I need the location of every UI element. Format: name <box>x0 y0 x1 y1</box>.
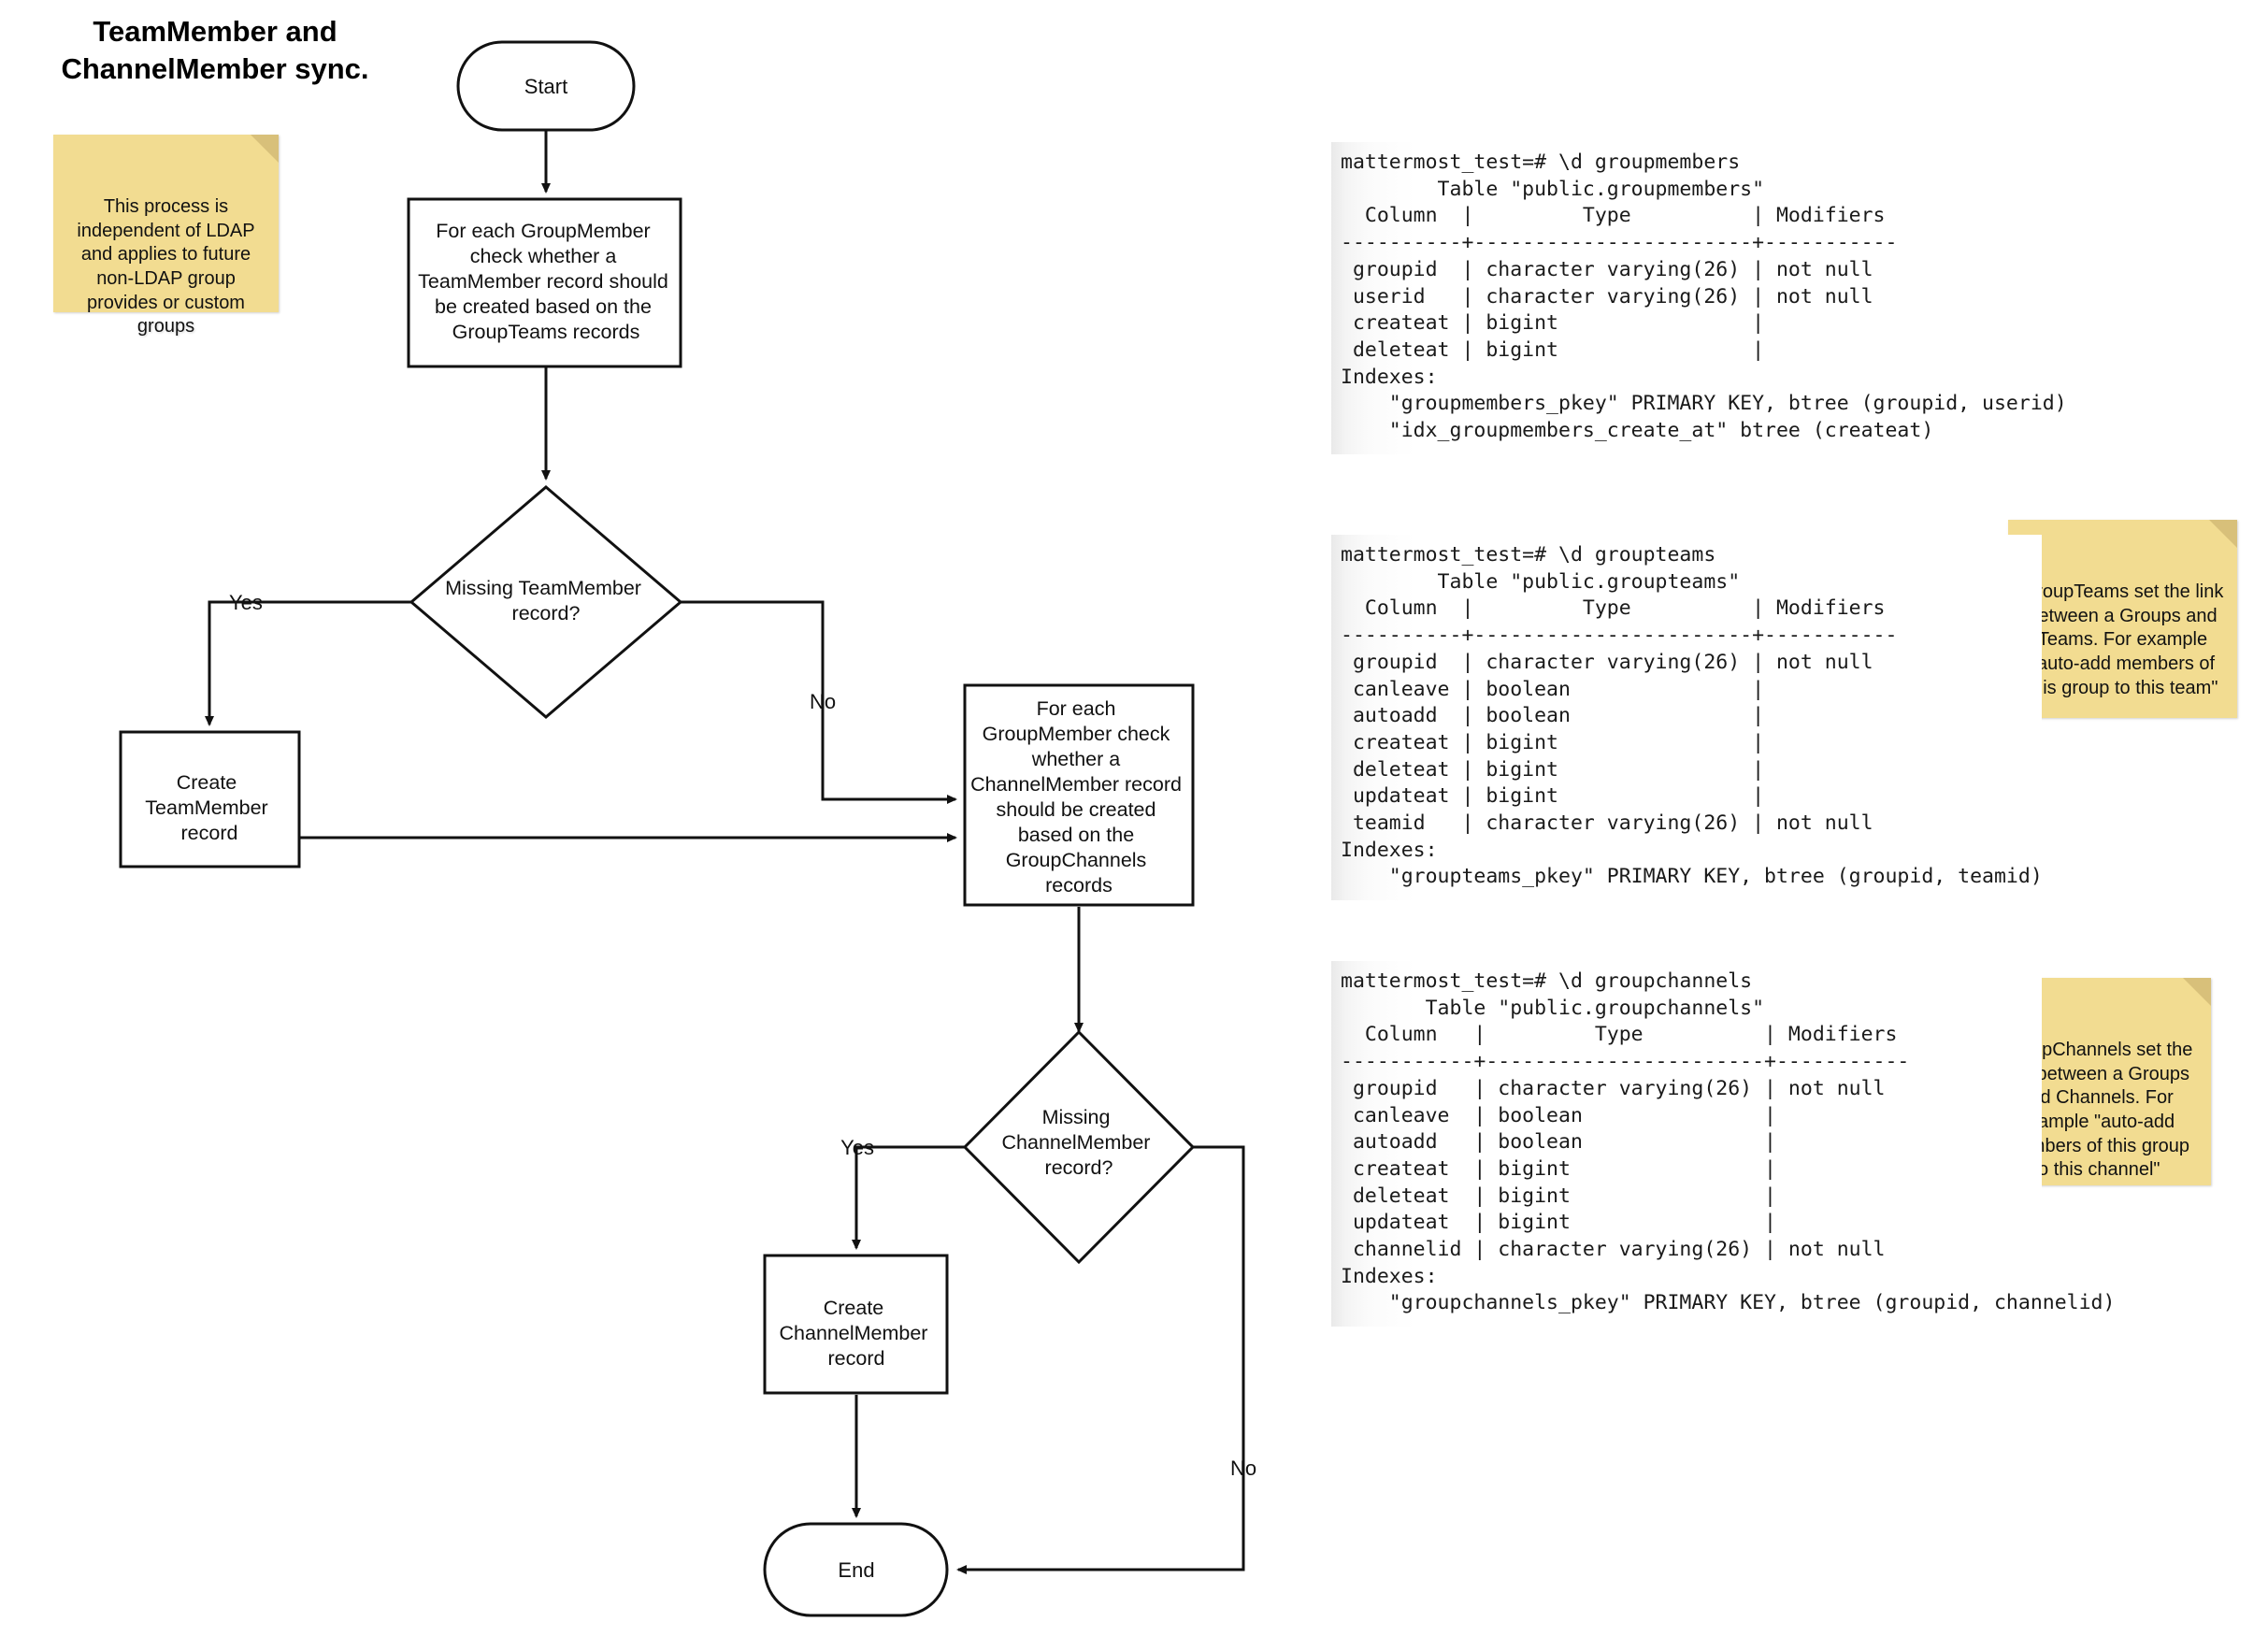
flow-node-end[interactable]: End <box>763 1522 949 1617</box>
edge-decision-channel-yes <box>852 1145 965 1250</box>
flow-node-decision-team-label: Missing TeamMember record? <box>445 577 647 624</box>
flow-node-check-team-label: For each GroupMember check whether a Tea… <box>418 220 674 343</box>
page-title: TeamMember and ChannelMember sync. <box>61 15 369 85</box>
edge-label-team-yes: Yes <box>229 591 263 614</box>
flow-node-decision-channel-label: Missing ChannelMember record? <box>1002 1106 1156 1179</box>
note-fold-corner-icon <box>2209 520 2237 548</box>
flow-node-create-channel-label: Create ChannelMember record <box>780 1297 934 1370</box>
psql-output-groupchannels: mattermost_test=# \d groupchannels Table… <box>1331 961 2115 1327</box>
edge-decision-team-yes <box>205 600 411 726</box>
edge-label-channel-yes: Yes <box>840 1136 874 1159</box>
psql-output-groupmembers: mattermost_test=# \d groupmembers Table … <box>1331 142 2067 454</box>
flow-node-start[interactable]: Start <box>456 40 636 132</box>
sticky-note-groupchannels-text: GroupChannels set the link between a Gro… <box>2000 1040 2193 1181</box>
flow-node-create-team-label: Create TeamMember record <box>145 771 273 844</box>
flow-node-decision-channel[interactable]: Missing ChannelMember record? <box>962 1029 1196 1265</box>
flow-node-decision-team[interactable]: Missing TeamMember record? <box>409 485 683 719</box>
flow-node-start-label: Start <box>524 75 567 98</box>
flow-node-check-channel[interactable]: For each GroupMember check whether a Cha… <box>963 683 1195 907</box>
note-fold-corner-icon <box>2183 978 2211 1006</box>
flow-node-check-team[interactable]: For each GroupMember check whether a Tea… <box>407 197 682 368</box>
flow-node-create-team[interactable]: Create TeamMember record <box>119 730 301 868</box>
flowchart-canvas: Start For each GroupMember check whether… <box>119 40 1256 1617</box>
flow-node-check-channel-label: For each GroupMember check whether a Cha… <box>970 697 1187 897</box>
flow-node-end-label: End <box>838 1558 874 1582</box>
edge-decision-channel-no <box>956 1145 1245 1574</box>
edge-label-channel-no: No <box>1230 1457 1256 1480</box>
flow-node-create-channel[interactable]: Create ChannelMember record <box>763 1254 949 1395</box>
edge-label-team-no: No <box>810 690 836 713</box>
sticky-note-groupteams: GroupTeams set the link between a Groups… <box>2008 520 2237 718</box>
sticky-note-ldap: This process is independent of LDAP and … <box>53 135 279 337</box>
psql-output-groupteams: mattermost_test=# \d groupteams Table "p… <box>1331 535 2043 901</box>
note-fold-corner-icon <box>251 135 279 163</box>
sticky-note-groupteams-text: GroupTeams set the link between a Groups… <box>2021 581 2224 698</box>
sticky-note-ldap-text: This process is independent of LDAP and … <box>77 196 255 337</box>
edge-decision-team-no <box>681 600 957 804</box>
